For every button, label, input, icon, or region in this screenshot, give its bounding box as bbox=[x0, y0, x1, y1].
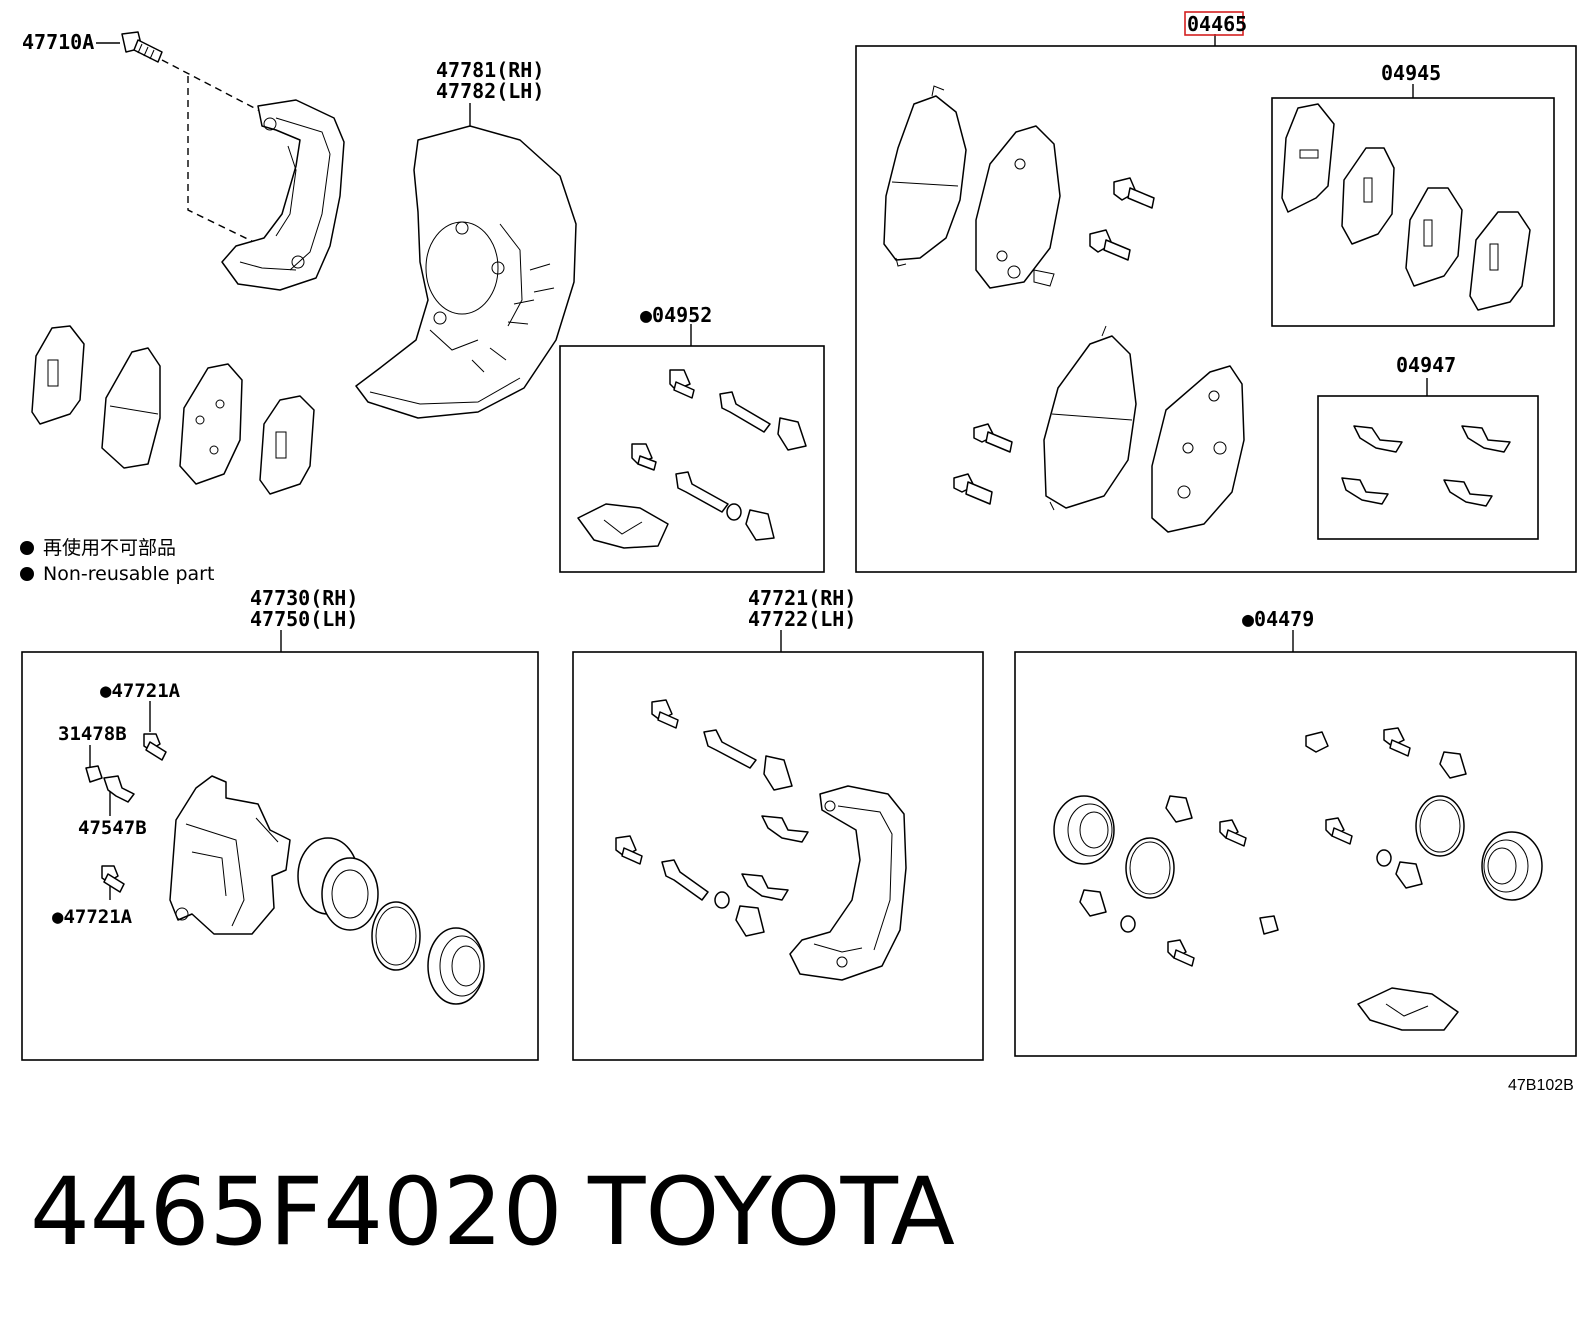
caliper-bracket-icon bbox=[221, 99, 345, 291]
seal-kit-parts-icon bbox=[1053, 727, 1543, 1031]
label-47730-rh: 47730(RH) bbox=[250, 586, 358, 610]
legend-bullet-icon bbox=[20, 567, 34, 581]
label-47721a-bottom: ●47721A bbox=[52, 906, 133, 928]
label-47781-rh: 47781(RH) bbox=[436, 58, 544, 82]
label-04952: ●04952 bbox=[640, 303, 712, 327]
legend-english: Non-reusable part bbox=[43, 563, 214, 585]
legend-japanese: 再使用不可部品 bbox=[43, 537, 176, 559]
label-47722-lh: 47722(LH) bbox=[748, 607, 856, 631]
caliper-kit-parts-icon bbox=[577, 369, 807, 549]
caliper-assembly-box bbox=[21, 651, 539, 1061]
label-04947: 04947 bbox=[1396, 353, 1456, 377]
caption-brand: TOYOTA bbox=[587, 1158, 955, 1267]
dust-shield-icon bbox=[355, 125, 577, 419]
piston-icon bbox=[297, 837, 379, 931]
caliper-kit-box bbox=[559, 345, 825, 573]
brake-pad-b-icon bbox=[975, 125, 1061, 289]
label-04945: 04945 bbox=[1381, 61, 1441, 85]
part-highlight-box bbox=[1184, 11, 1244, 36]
pad-bolts-icon bbox=[1089, 177, 1155, 261]
mounting-box bbox=[572, 651, 984, 1061]
caption-part-number: 4465F4020 bbox=[30, 1158, 563, 1267]
label-31478b: 31478B bbox=[58, 723, 127, 745]
pad-kit-box bbox=[855, 45, 1577, 573]
piston-seal-icon bbox=[371, 901, 421, 971]
caliper-body-icon bbox=[169, 775, 291, 935]
brake-pad-a-icon bbox=[883, 85, 967, 267]
brake-pad-left-icon bbox=[101, 347, 161, 469]
label-47547b: 47547B bbox=[78, 817, 147, 839]
diagram-code: 47B102B bbox=[1508, 1077, 1574, 1094]
dust-boot-icon bbox=[427, 927, 485, 1005]
label-47721a-top: ●47721A bbox=[100, 680, 181, 702]
label-47782-lh: 47782(LH) bbox=[436, 79, 544, 103]
label-47721-rh: 47721(RH) bbox=[748, 586, 856, 610]
brake-pad-d-icon bbox=[1151, 365, 1245, 533]
brake-pad-backing-icon bbox=[179, 363, 243, 485]
brake-pad-c-icon bbox=[1043, 325, 1137, 511]
label-47750-lh: 47750(LH) bbox=[250, 607, 358, 631]
label-04465: 04465 bbox=[1187, 12, 1247, 36]
label-04479: ●04479 bbox=[1242, 607, 1314, 631]
label-47710a: 47710A bbox=[22, 30, 94, 54]
seal-kit-box bbox=[1014, 651, 1577, 1057]
bolt-47710a-icon bbox=[121, 31, 163, 63]
shim-left-icon bbox=[31, 325, 85, 425]
mounting-parts-icon bbox=[615, 699, 809, 937]
caliper-small-parts-icon bbox=[85, 733, 167, 893]
shim-set-icon bbox=[1281, 103, 1531, 311]
shim-right-icon bbox=[259, 395, 315, 495]
pad-bolts-lower-icon bbox=[953, 423, 1013, 505]
clip-kit-box bbox=[1317, 395, 1539, 540]
mounting-bracket-icon bbox=[789, 785, 907, 981]
legend-bullet-icon bbox=[20, 541, 34, 555]
pad-clips-icon bbox=[1341, 425, 1511, 507]
